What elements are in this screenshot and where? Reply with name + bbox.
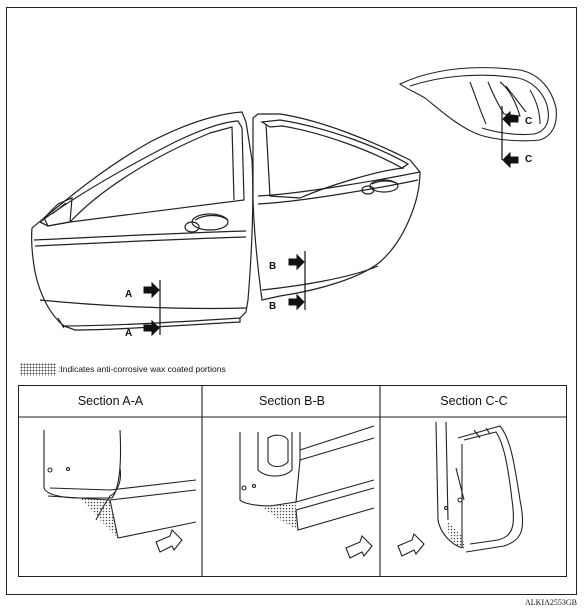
label-b-top: B — [269, 261, 277, 272]
label-c-bottom: C — [525, 154, 533, 165]
legend-text: :Indicates anti-corrosive wax coated por… — [58, 364, 226, 374]
label-c-top: C — [525, 116, 533, 127]
label-a-bottom: A — [125, 328, 133, 339]
section-table: Section A-A Section B-B Section C-C — [18, 385, 567, 577]
front-door — [31, 111, 254, 331]
label-b-bottom: B — [269, 301, 277, 312]
section-b-illustration — [239, 425, 375, 559]
section-c-title: Section C-C — [440, 394, 508, 408]
diagram-frame — [6, 7, 577, 595]
label-a-top: A — [125, 289, 133, 300]
section-markers — [143, 106, 519, 337]
section-a-illustration — [18, 385, 567, 577]
legend: :Indicates anti-corrosive wax coated por… — [20, 362, 226, 377]
section-b-title: Section B-B — [258, 394, 325, 408]
reference-code: ALKIA2553GB — [525, 598, 577, 607]
wax-coating-swatch — [20, 363, 56, 377]
section-c-illustration — [397, 421, 524, 557]
back-door — [398, 67, 557, 142]
rear-door — [252, 113, 421, 301]
section-a-title: Section A-A — [77, 394, 144, 408]
